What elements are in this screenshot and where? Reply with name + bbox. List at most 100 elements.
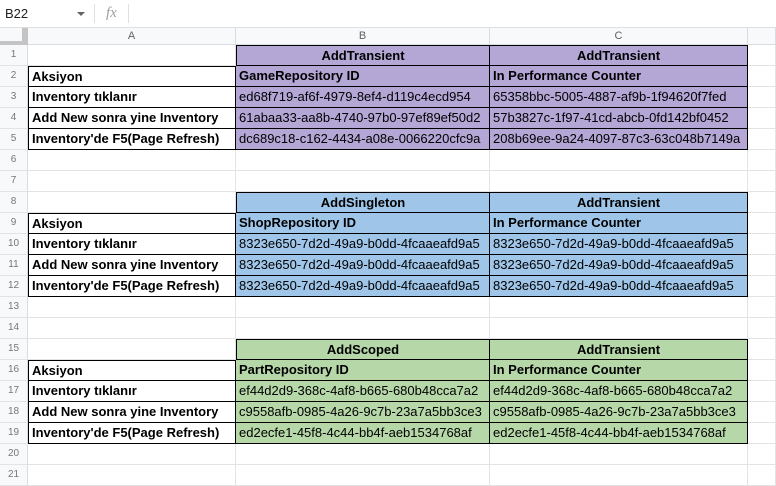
row-header-8[interactable]: 8 bbox=[0, 192, 28, 213]
row-header-14[interactable]: 14 bbox=[0, 318, 28, 339]
row-header-9[interactable]: 9 bbox=[0, 213, 28, 234]
cell-B2[interactable]: GameRepository ID bbox=[236, 66, 490, 87]
column-header-B[interactable]: B bbox=[236, 28, 490, 45]
cell-C13[interactable] bbox=[490, 297, 748, 318]
cell-A11[interactable]: Add New sonra yine Inventory bbox=[28, 255, 236, 276]
row-header-19[interactable]: 19 bbox=[0, 423, 28, 444]
row-header-6[interactable]: 6 bbox=[0, 150, 28, 171]
cell-C11[interactable]: 8323e650-7d2d-49a9-b0dd-4fcaaeafd9a5 bbox=[490, 255, 748, 276]
cell-C8[interactable]: AddTransient bbox=[490, 192, 748, 213]
cell-C18[interactable]: c9558afb-0985-4a26-9c7b-23a7a5bb3ce3 bbox=[490, 402, 748, 423]
cell-D7[interactable] bbox=[748, 171, 776, 192]
cell-D16[interactable] bbox=[748, 360, 776, 381]
cell-B19[interactable]: ed2ecfe1-45f8-4c44-bb4f-aeb1534768af bbox=[236, 423, 490, 444]
cell-D13[interactable] bbox=[748, 297, 776, 318]
cell-A20[interactable] bbox=[28, 444, 236, 465]
cell-D9[interactable] bbox=[748, 213, 776, 234]
row-header-12[interactable]: 12 bbox=[0, 276, 28, 297]
name-box[interactable]: B22 bbox=[0, 0, 94, 27]
cell-A8[interactable] bbox=[28, 192, 236, 213]
cell-A4[interactable]: Add New sonra yine Inventory bbox=[28, 108, 236, 129]
cell-D15[interactable] bbox=[748, 339, 776, 360]
cell-C19[interactable]: ed2ecfe1-45f8-4c44-bb4f-aeb1534768af bbox=[490, 423, 748, 444]
cell-A6[interactable] bbox=[28, 150, 236, 171]
row-header-17[interactable]: 17 bbox=[0, 381, 28, 402]
cell-B20[interactable] bbox=[236, 444, 490, 465]
cell-C1[interactable]: AddTransient bbox=[490, 45, 748, 66]
cell-B10[interactable]: 8323e650-7d2d-49a9-b0dd-4fcaaeafd9a5 bbox=[236, 234, 490, 255]
cell-B5[interactable]: dc689c18-c162-4434-a08e-0066220cfc9a bbox=[236, 129, 490, 150]
cell-C10[interactable]: 8323e650-7d2d-49a9-b0dd-4fcaaeafd9a5 bbox=[490, 234, 748, 255]
chevron-down-icon[interactable] bbox=[77, 11, 85, 16]
select-all-corner[interactable] bbox=[0, 28, 28, 45]
column-header-C[interactable]: C bbox=[490, 28, 748, 45]
cell-B3[interactable]: ed68f719-af6f-4979-8ef4-d119c4ecd954 bbox=[236, 87, 490, 108]
cell-D4[interactable] bbox=[748, 108, 776, 129]
cell-D11[interactable] bbox=[748, 255, 776, 276]
row-header-15[interactable]: 15 bbox=[0, 339, 28, 360]
cell-C14[interactable] bbox=[490, 318, 748, 339]
cell-B6[interactable] bbox=[236, 150, 490, 171]
row-header-20[interactable]: 20 bbox=[0, 444, 28, 465]
row-header-2[interactable]: 2 bbox=[0, 66, 28, 87]
cell-C16[interactable]: In Performance Counter bbox=[490, 360, 748, 381]
cell-A18[interactable]: Add New sonra yine Inventory bbox=[28, 402, 236, 423]
cell-A10[interactable]: Inventory tıklanır bbox=[28, 234, 236, 255]
row-header-4[interactable]: 4 bbox=[0, 108, 28, 129]
column-header-D[interactable] bbox=[748, 28, 776, 45]
cell-D20[interactable] bbox=[748, 444, 776, 465]
cell-A13[interactable] bbox=[28, 297, 236, 318]
cell-A16[interactable]: Aksiyon bbox=[28, 360, 236, 381]
row-header-1[interactable]: 1 bbox=[0, 45, 28, 66]
cell-C12[interactable]: 8323e650-7d2d-49a9-b0dd-4fcaaeafd9a5 bbox=[490, 276, 748, 297]
cell-D10[interactable] bbox=[748, 234, 776, 255]
cell-B8[interactable]: AddSingleton bbox=[236, 192, 490, 213]
cell-D19[interactable] bbox=[748, 423, 776, 444]
cell-B7[interactable] bbox=[236, 171, 490, 192]
cell-A7[interactable] bbox=[28, 171, 236, 192]
cell-C5[interactable]: 208b69ee-9a24-4097-87c3-63c048b7149a bbox=[490, 129, 748, 150]
cell-A15[interactable] bbox=[28, 339, 236, 360]
cell-B16[interactable]: PartRepository ID bbox=[236, 360, 490, 381]
cell-D12[interactable] bbox=[748, 276, 776, 297]
cell-B13[interactable] bbox=[236, 297, 490, 318]
row-header-11[interactable]: 11 bbox=[0, 255, 28, 276]
cell-D5[interactable] bbox=[748, 129, 776, 150]
row-header-10[interactable]: 10 bbox=[0, 234, 28, 255]
cell-A12[interactable]: Inventory'de F5(Page Refresh) bbox=[28, 276, 236, 297]
cell-B18[interactable]: c9558afb-0985-4a26-9c7b-23a7a5bb3ce3 bbox=[236, 402, 490, 423]
cell-C7[interactable] bbox=[490, 171, 748, 192]
cell-D3[interactable] bbox=[748, 87, 776, 108]
row-header-7[interactable]: 7 bbox=[0, 171, 28, 192]
row-header-16[interactable]: 16 bbox=[0, 360, 28, 381]
cell-C20[interactable] bbox=[490, 444, 748, 465]
row-header-13[interactable]: 13 bbox=[0, 297, 28, 318]
cell-A3[interactable]: Inventory tıklanır bbox=[28, 87, 236, 108]
cell-B14[interactable] bbox=[236, 318, 490, 339]
cell-B11[interactable]: 8323e650-7d2d-49a9-b0dd-4fcaaeafd9a5 bbox=[236, 255, 490, 276]
cell-D6[interactable] bbox=[748, 150, 776, 171]
cell-C4[interactable]: 57b3827c-1f97-41cd-abcb-0fd142bf0452 bbox=[490, 108, 748, 129]
row-header-3[interactable]: 3 bbox=[0, 87, 28, 108]
cell-C2[interactable]: In Performance Counter bbox=[490, 66, 748, 87]
cell-D14[interactable] bbox=[748, 318, 776, 339]
cell-D1[interactable] bbox=[748, 45, 776, 66]
cell-B1[interactable]: AddTransient bbox=[236, 45, 490, 66]
row-header-5[interactable]: 5 bbox=[0, 129, 28, 150]
cell-A5[interactable]: Inventory'de F5(Page Refresh) bbox=[28, 129, 236, 150]
cell-B15[interactable]: AddScoped bbox=[236, 339, 490, 360]
cell-C15[interactable]: AddTransient bbox=[490, 339, 748, 360]
cell-D17[interactable] bbox=[748, 381, 776, 402]
cell-B17[interactable]: ef44d2d9-368c-4af8-b665-680b48cca7a2 bbox=[236, 381, 490, 402]
cell-A17[interactable]: Inventory tıklanır bbox=[28, 381, 236, 402]
cell-C3[interactable]: 65358bbc-5005-4887-af9b-1f94620f7fed bbox=[490, 87, 748, 108]
cell-C17[interactable]: ef44d2d9-368c-4af8-b665-680b48cca7a2 bbox=[490, 381, 748, 402]
cell-B4[interactable]: 61abaa33-aa8b-4740-97b0-97ef89ef50d2 bbox=[236, 108, 490, 129]
cell-A9[interactable]: Aksiyon bbox=[28, 213, 236, 234]
cell-D2[interactable] bbox=[748, 66, 776, 87]
column-header-A[interactable]: A bbox=[28, 28, 236, 45]
cell-C6[interactable] bbox=[490, 150, 748, 171]
cell-D8[interactable] bbox=[748, 192, 776, 213]
cell-B12[interactable]: 8323e650-7d2d-49a9-b0dd-4fcaaeafd9a5 bbox=[236, 276, 490, 297]
formula-input[interactable] bbox=[129, 0, 776, 27]
